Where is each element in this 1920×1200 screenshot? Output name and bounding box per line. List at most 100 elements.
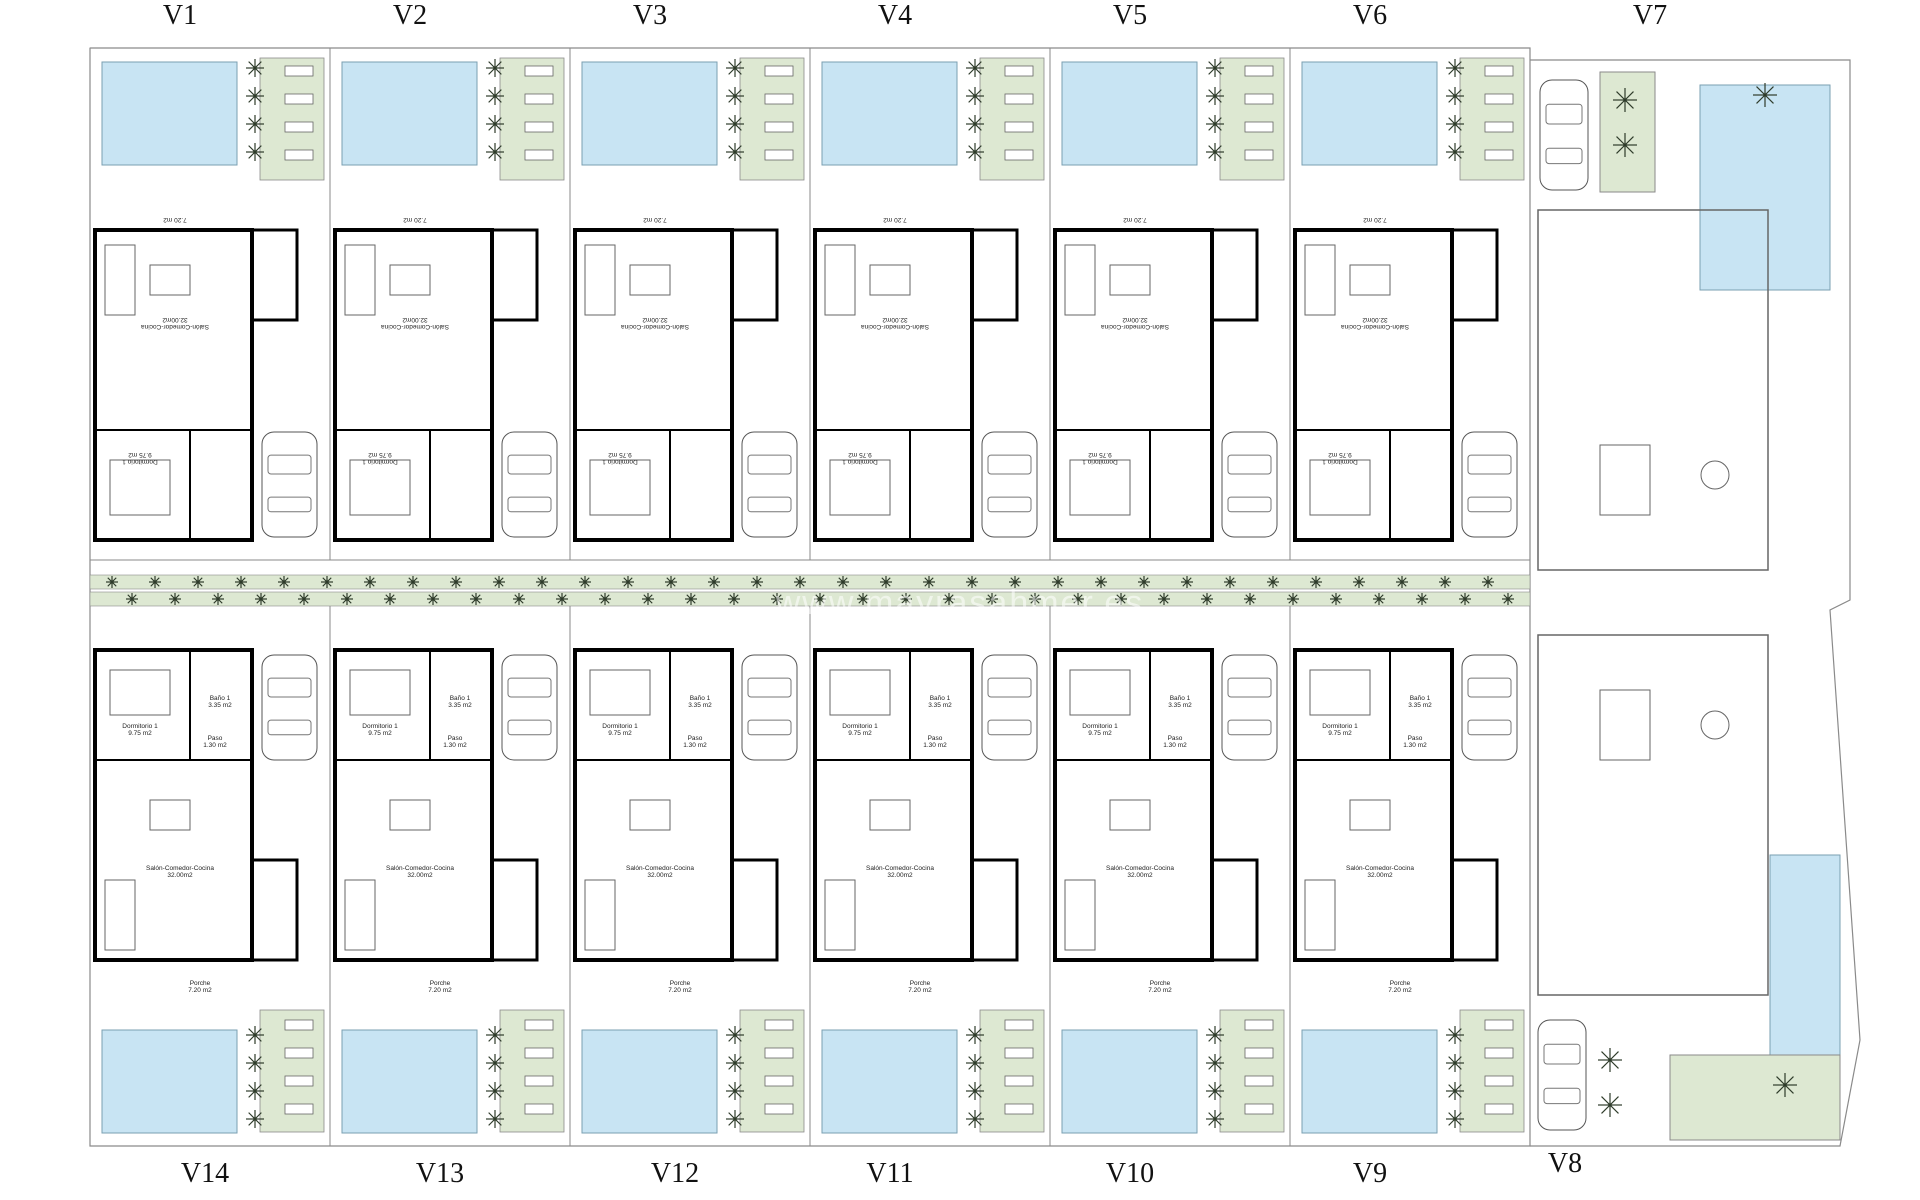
house-walls	[573, 648, 734, 962]
living-room-label: Salón-Comedor-Cocina	[386, 865, 454, 872]
sun-lounger	[1004, 1103, 1034, 1115]
kitchen-wing	[490, 858, 539, 962]
bathroom-label: Baño 1	[210, 695, 231, 702]
bed	[1309, 669, 1371, 716]
sofa	[584, 244, 616, 316]
villa-label-top: V3	[633, 0, 667, 31]
palm-tree-icon	[1396, 576, 1408, 588]
table	[629, 264, 671, 296]
bedroom-area-label: 9.75 m2	[368, 451, 392, 458]
bedroom-label: Dormitorio 1	[842, 458, 878, 465]
palm-tree-icon	[486, 1082, 504, 1100]
hall-area-label: 1.30 m2	[683, 742, 707, 749]
palm-tree-icon	[1072, 593, 1084, 605]
palm-tree-icon	[486, 1110, 504, 1128]
palm-tree-icon	[427, 593, 439, 605]
house-walls	[1053, 228, 1214, 542]
garden-area	[1599, 71, 1656, 193]
palm-tree-icon	[1446, 1054, 1464, 1072]
palm-tree-icon	[966, 143, 984, 161]
car-icon	[1537, 1019, 1587, 1131]
bedroom-label: Dormitorio 1	[362, 458, 398, 465]
sofa	[824, 244, 856, 316]
living-area-label: 32.00m2	[882, 316, 908, 323]
villa-label-bottom: V12	[651, 1158, 699, 1189]
kitchen-wing	[250, 228, 299, 322]
villa-label-bottom: V14	[181, 1158, 229, 1189]
sun-lounger	[1484, 149, 1514, 161]
villa-label-top: V4	[878, 0, 912, 31]
living-room-label: Salón-Comedor-Cocina	[1101, 323, 1169, 330]
porch-area-label: 7.20 m2	[668, 987, 692, 994]
swimming-pool	[821, 1029, 958, 1134]
plot-boundary	[1289, 47, 1531, 561]
living-room-label: Salón-Comedor-Cocina	[626, 865, 694, 872]
swimming-pool	[1301, 61, 1438, 166]
sun-lounger	[524, 149, 554, 161]
palm-tree-icon	[1267, 576, 1279, 588]
bed	[1069, 459, 1131, 516]
palm-tree-icon	[1009, 576, 1021, 588]
house-walls	[573, 228, 734, 542]
sun-lounger	[1244, 121, 1274, 133]
palm-tree-icon	[486, 143, 504, 161]
bedroom-area-label: 9.75 m2	[368, 730, 392, 737]
car-icon	[1461, 431, 1518, 538]
palm-tree-icon	[966, 87, 984, 105]
villa-plot-top: 7.20 m2Salón-Comedor-Cocina32.00m2Dormit…	[329, 47, 571, 561]
palm-tree-icon	[726, 115, 744, 133]
sun-lounger	[524, 1047, 554, 1059]
palm-tree-icon	[1224, 576, 1236, 588]
table	[869, 799, 911, 831]
house-walls	[1293, 648, 1454, 962]
kitchen-wing	[1210, 858, 1259, 962]
bathroom-label: Baño 1	[1170, 695, 1191, 702]
dining-table	[1599, 689, 1651, 761]
villa-label-bottom: V11	[866, 1158, 913, 1189]
sun-lounger	[1244, 93, 1274, 105]
sun-lounger	[1244, 149, 1274, 161]
sofa	[824, 879, 856, 951]
swimming-pool	[1699, 84, 1831, 291]
garden-strip-upper	[89, 574, 1531, 590]
sun-lounger	[1244, 1103, 1274, 1115]
bedroom-label: Dormitorio 1	[842, 723, 878, 730]
palm-tree-icon	[726, 1026, 744, 1044]
bathroom-label: Baño 1	[690, 695, 711, 702]
bedroom-area-label: 9.75 m2	[848, 451, 872, 458]
sun-lounger	[764, 93, 794, 105]
palm-tree-icon	[579, 576, 591, 588]
sun-lounger	[764, 1019, 794, 1031]
sun-lounger	[284, 65, 314, 77]
bed	[1069, 669, 1131, 716]
palm-tree-icon	[837, 576, 849, 588]
table	[389, 264, 431, 296]
sun-lounger	[764, 1075, 794, 1087]
palm-tree-icon	[966, 1110, 984, 1128]
palm-tree-icon	[246, 143, 264, 161]
car-icon	[1221, 431, 1278, 538]
house-walls	[1537, 209, 1769, 571]
house-walls	[1053, 648, 1214, 962]
bathroom-label: Baño 1	[450, 695, 471, 702]
living-area-label: 32.00m2	[407, 872, 433, 879]
sun-lounger	[1004, 65, 1034, 77]
bedroom-label: Dormitorio 1	[1082, 458, 1118, 465]
car-icon	[1539, 79, 1589, 191]
plots-layer: 7.20 m2Salón-Comedor-Cocina32.00m2Dormit…	[89, 47, 1861, 1147]
palm-tree-icon	[1598, 1093, 1622, 1117]
living-area-label: 32.00m2	[642, 316, 668, 323]
bathroom-area-label: 3.35 m2	[688, 702, 712, 709]
palm-tree-icon	[1138, 576, 1150, 588]
palm-tree-icon	[726, 1110, 744, 1128]
palm-tree-icon	[966, 115, 984, 133]
table	[389, 799, 431, 831]
sun-lounger	[524, 1103, 554, 1115]
palm-tree-icon	[1310, 576, 1322, 588]
palm-tree-icon	[986, 593, 998, 605]
villa-label-top: V1	[163, 0, 197, 31]
palm-tree-icon	[1287, 593, 1299, 605]
kitchen-wing	[250, 858, 299, 962]
palm-tree-icon	[298, 593, 310, 605]
